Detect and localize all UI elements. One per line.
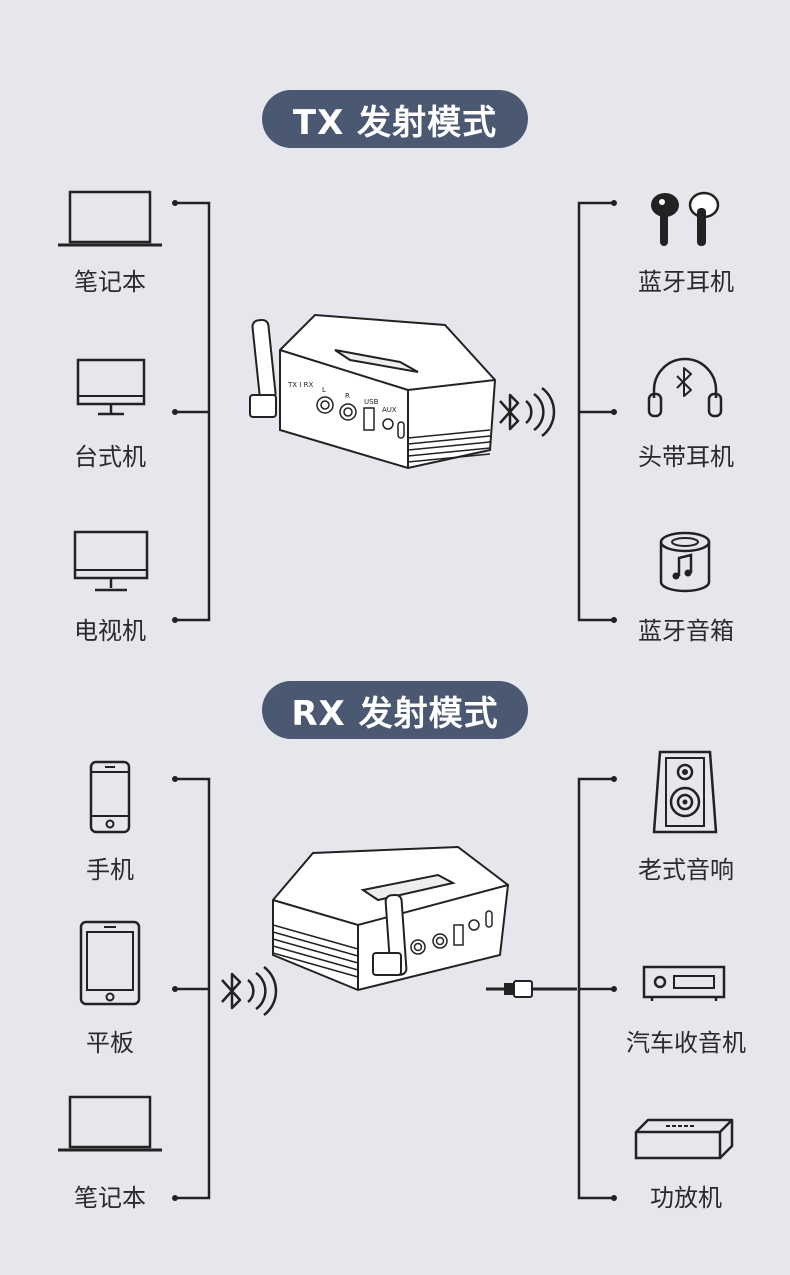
- bookshelf-speaker-icon: [652, 750, 718, 834]
- tx-port-label-mode: TX I RX: [287, 381, 313, 389]
- aux-cable-icon: [486, 980, 577, 998]
- bluetooth-signal-icon: [499, 387, 556, 437]
- tx-source-label-laptop: 笔记本: [74, 268, 146, 296]
- rx-source-label-phone: 手机: [86, 856, 134, 884]
- tablet-icon: [79, 920, 141, 1006]
- tv-icon: [73, 530, 149, 592]
- bluetooth-signal-icon: [221, 966, 278, 1016]
- rx-source-label-tablet: 平板: [86, 1029, 134, 1057]
- rx-output-label-car-radio: 汽车收音机: [626, 1029, 746, 1057]
- tx-mode-title: TX 发射模式: [262, 90, 528, 148]
- rx-output-label-amplifier: 功放机: [650, 1184, 722, 1212]
- tx-port-label-aux: AUX: [382, 406, 397, 414]
- bluetooth-transmitter-device: TX I RX L R USB AUX: [249, 313, 497, 470]
- laptop-icon: [58, 190, 162, 247]
- laptop-icon: [58, 1095, 162, 1152]
- bluetooth-speaker-icon: [659, 531, 711, 593]
- bluetooth-receiver-device: [272, 845, 510, 992]
- tx-port-label-l: L: [322, 386, 326, 394]
- bluetooth-headphones-icon: [647, 357, 723, 418]
- tx-output-label-earbuds: 蓝牙耳机: [638, 268, 734, 296]
- tx-source-label-tv: 电视机: [74, 617, 146, 645]
- amplifier-icon: [634, 1118, 734, 1160]
- tx-output-label-headphones: 头带耳机: [638, 443, 734, 471]
- tx-output-label-speaker: 蓝牙音箱: [638, 617, 734, 645]
- rx-mode-title: RX 发射模式: [262, 681, 528, 739]
- rx-source-label-laptop: 笔记本: [74, 1184, 146, 1212]
- car-radio-icon: [642, 965, 726, 1001]
- phone-icon: [89, 760, 131, 834]
- tx-port-label-r: R: [345, 392, 350, 400]
- tx-port-label-usb: USB: [364, 398, 379, 406]
- tx-source-label-desktop: 台式机: [74, 443, 146, 471]
- desktop-monitor-icon: [76, 358, 146, 416]
- earbuds-icon: [651, 191, 720, 246]
- rx-output-label-speaker: 老式音响: [638, 856, 734, 884]
